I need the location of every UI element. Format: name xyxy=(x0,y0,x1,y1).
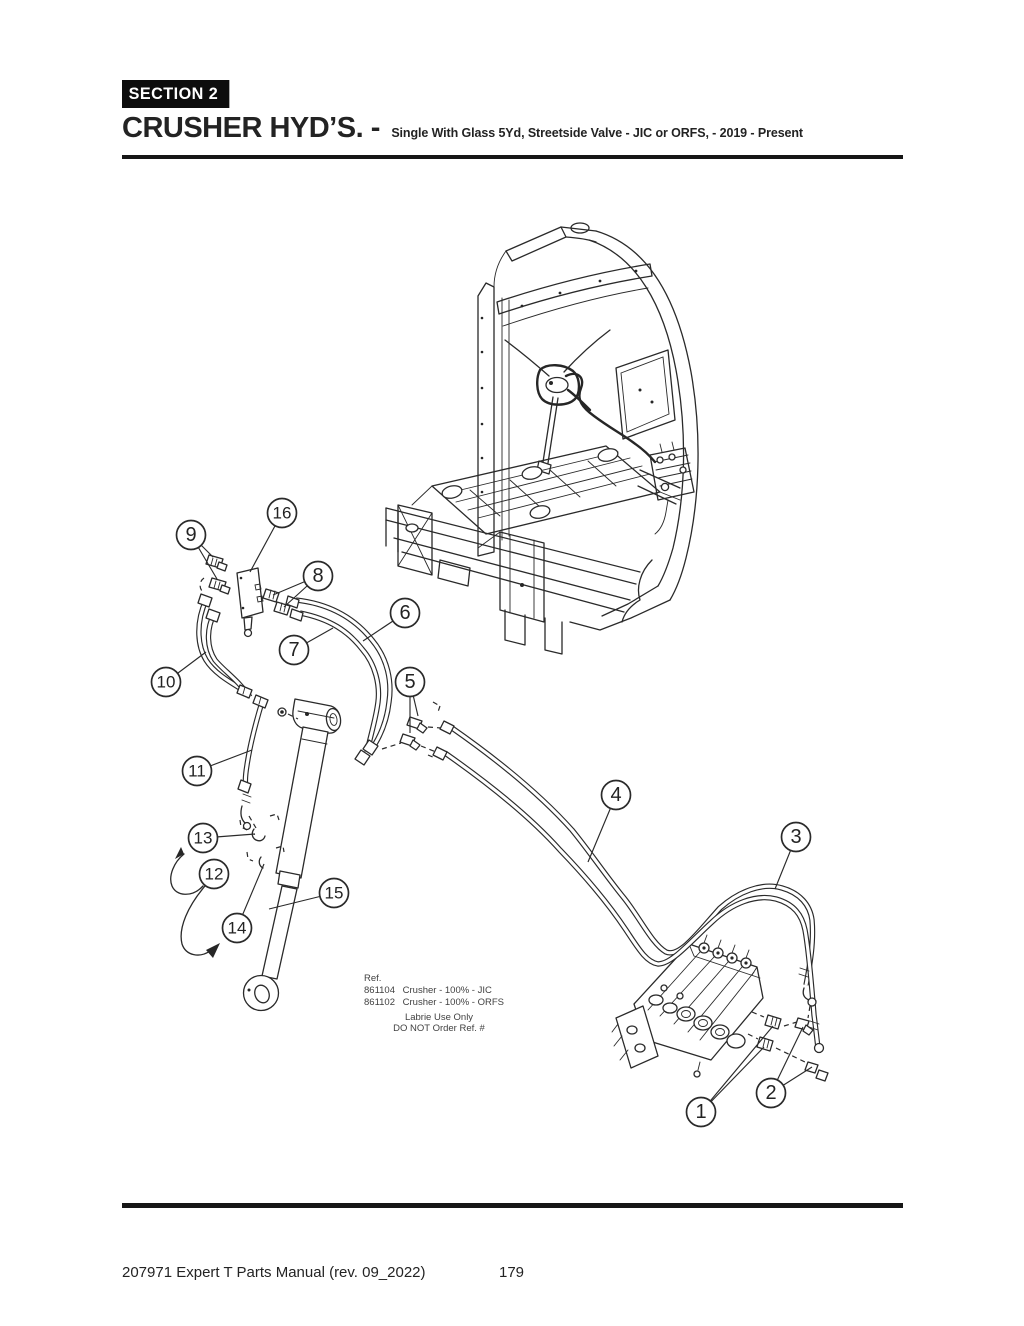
balloon-number: 3 xyxy=(790,826,801,848)
section-badge: SECTION 2 xyxy=(122,80,230,108)
balloon-circle xyxy=(266,497,298,529)
part-balloon-15: 15 xyxy=(268,877,350,910)
balloon-number: 16 xyxy=(273,504,292,523)
ref-row: 861104 Crusher - 100% - JIC xyxy=(364,985,524,997)
valve-bank xyxy=(611,934,764,1078)
hydraulic-cylinder xyxy=(242,698,342,1012)
balloon-number: 6 xyxy=(399,602,410,624)
balloon-circle xyxy=(755,1077,787,1109)
part-balloon-10: 10 xyxy=(150,651,207,698)
part-balloon-13: 13 xyxy=(187,822,256,854)
ref-note-line: DO NOT Order Ref. # xyxy=(393,1023,485,1034)
balloon-number: 8 xyxy=(312,565,323,587)
hose-group xyxy=(196,597,821,1049)
part-balloon-2: 2 xyxy=(755,1026,813,1109)
page-subtitle: Single With Glass 5Yd, Streetside Valve … xyxy=(391,126,803,140)
ref-note-line: Labrie Use Only xyxy=(404,1012,474,1023)
part-balloon-7: 7 xyxy=(278,627,334,666)
balloon-circle xyxy=(394,666,426,698)
part-balloon-14: 14 xyxy=(221,863,265,944)
ref-code: 861104 xyxy=(364,985,395,996)
balloon-circle xyxy=(302,560,334,592)
balloon-circle xyxy=(780,821,812,853)
balloon-circle xyxy=(198,858,230,890)
truck-illustration xyxy=(385,222,699,655)
page-header: SECTION 2 CRUSHER HYD’S. - Single With G… xyxy=(122,80,912,145)
page-title: CRUSHER HYD’S. - xyxy=(122,112,380,144)
part-balloon-16: 16 xyxy=(249,497,298,573)
balloon-number: 1 xyxy=(695,1101,706,1123)
header-rule xyxy=(122,155,903,159)
balloon-circle xyxy=(175,519,207,551)
balloon-number: 13 xyxy=(194,829,213,848)
solenoid-valve-block xyxy=(236,567,264,619)
part-balloon-3: 3 xyxy=(774,821,812,890)
part-balloon-4: 4 xyxy=(587,779,632,863)
balloon-number: 2 xyxy=(765,1082,776,1104)
balloon-number: 14 xyxy=(228,919,247,938)
cylinder-rod xyxy=(261,885,298,980)
balloon-number: 7 xyxy=(288,639,299,661)
balloon-circle xyxy=(278,634,310,666)
balloon-number: 11 xyxy=(188,762,206,781)
ref-code: 861102 xyxy=(364,997,395,1008)
balloon-number: 12 xyxy=(205,865,224,884)
balloon-circle xyxy=(187,822,219,854)
balloon-circle xyxy=(181,755,213,787)
footer-page-number: 179 xyxy=(499,1264,525,1281)
balloon-circle xyxy=(318,877,350,909)
rotation-arrows xyxy=(170,847,220,958)
balloon-circle xyxy=(389,597,421,629)
part-balloon-1: 1 xyxy=(685,1025,774,1128)
part-balloon-6: 6 xyxy=(362,597,421,642)
part-balloon-12: 12 xyxy=(198,858,230,890)
part-balloon-11: 11 xyxy=(181,749,253,787)
part-balloon-9: 9 xyxy=(175,519,218,580)
ref-desc: Crusher - 100% - JIC xyxy=(402,985,492,996)
ref-block: Ref. 861104 Crusher - 100% - JIC 861102 … xyxy=(364,973,524,1034)
ref-desc: Crusher - 100% - ORFS xyxy=(402,997,505,1008)
cylinder-barrel xyxy=(275,726,329,879)
balloon-number: 5 xyxy=(404,671,415,693)
balloon-circle xyxy=(685,1096,717,1128)
part-balloon-5: 5 xyxy=(394,666,426,733)
balloon-number: 4 xyxy=(610,784,621,806)
footer-manual-title: 207971 Expert T Parts Manual (rev. 09_20… xyxy=(122,1264,426,1281)
part-balloon-8: 8 xyxy=(272,560,334,608)
balloon-circle xyxy=(600,779,632,811)
balloon-number: 9 xyxy=(185,524,196,546)
ref-title: Ref. xyxy=(364,973,382,984)
ref-row: 861102 Crusher - 100% - ORFS xyxy=(364,997,524,1009)
balloon-number: 15 xyxy=(325,884,344,903)
ref-notes: Labrie Use Only DO NOT Order Ref. # xyxy=(364,1012,514,1034)
footer-rule xyxy=(122,1203,903,1208)
balloon-circle xyxy=(150,666,182,698)
balloon-leader-line xyxy=(700,1025,774,1113)
balloon-number: 10 xyxy=(157,673,176,692)
balloon-circle xyxy=(221,912,253,944)
